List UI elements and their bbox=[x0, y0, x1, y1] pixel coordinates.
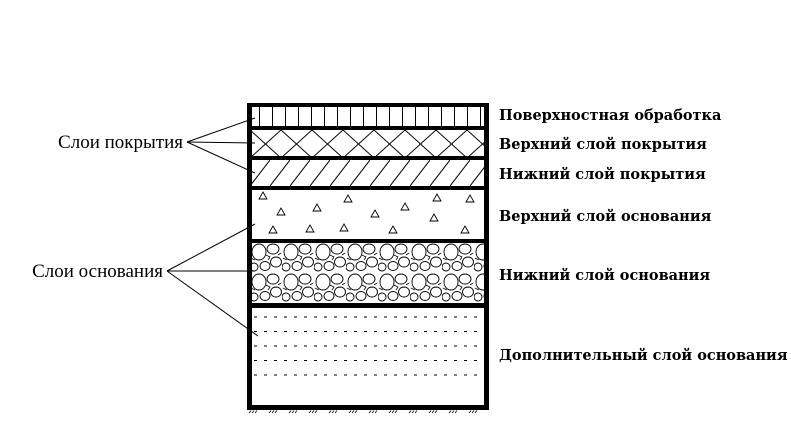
layer-frame bbox=[247, 103, 489, 410]
ground-hatch-mark bbox=[471, 410, 475, 414]
ground-hatch-mark bbox=[388, 410, 392, 414]
upper-base-layer-pattern bbox=[258, 191, 475, 234]
additional-base-layer-label: Дополнительный слой основания bbox=[499, 347, 788, 364]
separator-5 bbox=[247, 303, 489, 308]
ground-hatch-mark bbox=[414, 410, 418, 414]
aggregate-triangle bbox=[312, 203, 322, 212]
ground-hatch-mark bbox=[451, 410, 455, 414]
ground-hatch-mark bbox=[394, 410, 398, 414]
leader-line bbox=[186, 141, 256, 144]
lower-coating-layer-pattern bbox=[251, 160, 484, 186]
layer-fills bbox=[251, 107, 484, 384]
coating-group-leaders bbox=[186, 117, 256, 174]
aggregate-triangle bbox=[258, 191, 268, 200]
separator-3 bbox=[247, 186, 489, 190]
ground-hatch-mark bbox=[411, 410, 415, 414]
aggregate-triangle bbox=[432, 193, 442, 202]
ground-hatch-mark bbox=[454, 410, 458, 414]
ground-hatch-mark bbox=[371, 410, 375, 414]
ground-hatch-mark bbox=[354, 410, 358, 414]
aggregate-triangle bbox=[268, 225, 278, 234]
frame-bottom bbox=[247, 405, 489, 410]
separator-2 bbox=[247, 156, 489, 160]
additional-base-layer-pattern bbox=[251, 308, 484, 384]
ground-hatch-mark bbox=[448, 410, 452, 414]
frame-left bbox=[247, 103, 252, 410]
ground-hatch-mark bbox=[268, 410, 272, 414]
ground-hatch-mark bbox=[291, 410, 295, 414]
ground-hatch-mark bbox=[254, 410, 258, 414]
leader-line bbox=[186, 117, 256, 143]
lower-base-layer-label: Нижний слой основания bbox=[499, 267, 710, 284]
aggregate-triangle bbox=[343, 194, 353, 203]
aggregate-triangle bbox=[460, 225, 470, 234]
frame-right bbox=[484, 103, 489, 410]
ground-hatch-mark bbox=[374, 410, 378, 414]
base-group-leaders bbox=[166, 223, 259, 337]
ground-hatch-mark bbox=[251, 410, 255, 414]
ground-hatch-mark bbox=[274, 410, 278, 414]
aggregate-triangle bbox=[276, 207, 286, 216]
ground-hatch-mark bbox=[468, 410, 472, 414]
leader-line bbox=[166, 223, 256, 272]
aggregate-triangle bbox=[429, 213, 439, 222]
ground-hatch-mark bbox=[294, 410, 298, 414]
ground-hatch-mark bbox=[271, 410, 275, 414]
ground-hatch-mark bbox=[334, 410, 338, 414]
aggregate-triangle bbox=[370, 209, 380, 218]
aggregate-triangle bbox=[388, 225, 398, 234]
lower-coating-layer-label: Нижний слой покрытия bbox=[499, 166, 706, 183]
aggregate-triangle bbox=[465, 194, 475, 203]
ground-hatch-mark bbox=[434, 410, 438, 414]
ground-hatch-mark bbox=[431, 410, 435, 414]
separator-1 bbox=[247, 126, 489, 130]
ground-hatch-mark bbox=[428, 410, 432, 414]
ground-hatch-mark bbox=[408, 410, 412, 414]
frame-top bbox=[247, 103, 489, 107]
ground-hatch bbox=[248, 410, 478, 414]
ground-hatch-mark bbox=[368, 410, 372, 414]
ground-hatch-mark bbox=[348, 410, 352, 414]
ground-hatch-mark bbox=[328, 410, 332, 414]
ground-hatch-mark bbox=[391, 410, 395, 414]
ground-hatch-mark bbox=[314, 410, 318, 414]
leader-line bbox=[166, 270, 259, 337]
separator-4 bbox=[247, 239, 489, 243]
ground-hatch-mark bbox=[288, 410, 292, 414]
coating-group-label: Слои покрытия bbox=[58, 132, 183, 153]
base-group-label: Слои основания bbox=[32, 261, 163, 282]
upper-coating-layer-label: Верхний слой покрытия bbox=[499, 136, 707, 153]
upper-base-layer-label: Верхний слой основания bbox=[499, 208, 712, 225]
ground-hatch-mark bbox=[311, 410, 315, 414]
leader-line bbox=[186, 141, 256, 174]
ground-hatch-mark bbox=[351, 410, 355, 414]
aggregate-triangle bbox=[400, 202, 410, 211]
aggregate-triangle bbox=[339, 223, 349, 232]
surface-layer-pattern bbox=[251, 107, 484, 127]
aggregate-triangle bbox=[305, 224, 315, 233]
upper-coating-layer-pattern bbox=[251, 130, 484, 156]
ground-hatch-mark bbox=[331, 410, 335, 414]
ground-hatch-mark bbox=[248, 410, 252, 414]
ground-hatch-mark bbox=[474, 410, 478, 414]
ground-hatch-mark bbox=[308, 410, 312, 414]
surface-layer-label: Поверхностная обработка bbox=[499, 107, 722, 124]
lower-base-layer-pattern bbox=[251, 243, 484, 303]
